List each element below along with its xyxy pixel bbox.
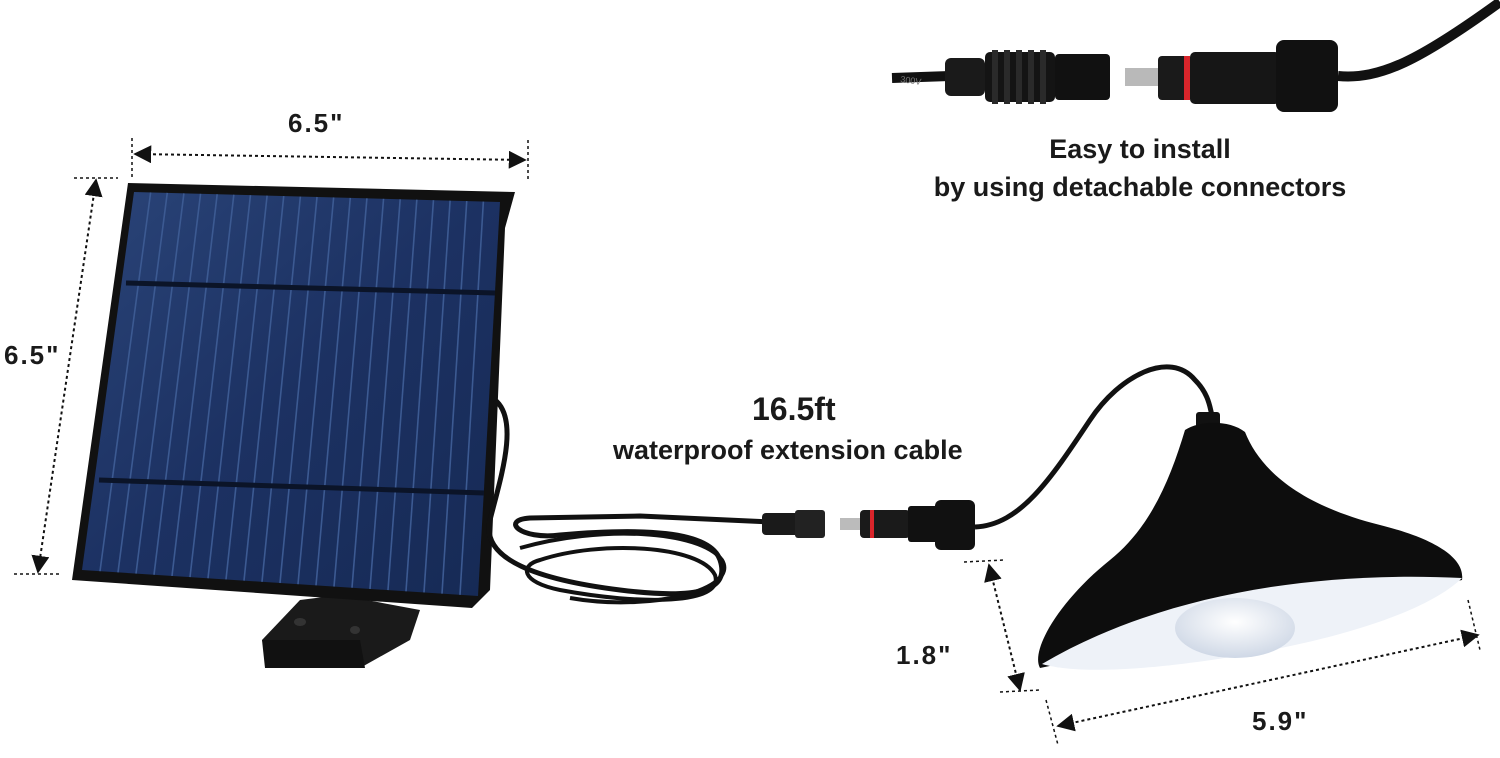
panel-cell-line (261, 196, 302, 582)
shade-height-dimension (963, 559, 1041, 693)
connector-ridge (992, 50, 998, 104)
pendant-lamp (974, 364, 1463, 670)
closeup-red-ring (1184, 56, 1190, 100)
install-caption-line1: Easy to install (1049, 134, 1231, 164)
connector-male (860, 510, 910, 538)
lamp-cable (974, 364, 1215, 530)
panel-cell-line (351, 198, 385, 588)
lamp-shade (1038, 422, 1463, 668)
cable-description-label: waterproof extension cable (613, 435, 963, 465)
panel-cell-line (207, 195, 252, 579)
connector-nut (908, 506, 938, 542)
panel-cable-coil (519, 531, 727, 605)
connector-ridge (1016, 50, 1022, 104)
panel-width-dimension (131, 138, 529, 180)
panel-cell-line (117, 192, 169, 573)
shade-height-label: 1.8" (896, 640, 953, 670)
shade-width-label: 5.9" (1252, 706, 1309, 736)
panel-width-label: 6.5" (288, 108, 345, 138)
lamp-bulb (1175, 598, 1295, 658)
panel-cell-line (99, 192, 152, 572)
cable-connector-pair (762, 500, 975, 550)
panel-cell-line (153, 193, 202, 575)
panel-mount-base (262, 640, 365, 668)
detachable-connector-closeup: 300V (891, 0, 1500, 112)
panel-cell-line (243, 196, 285, 581)
panel-height-dimension (14, 177, 118, 575)
panel-cell-line (387, 199, 418, 591)
panel-cell-line (279, 196, 318, 584)
panel-cell-line (459, 201, 485, 595)
panel-busbar (98, 477, 485, 496)
solar-panel (72, 183, 771, 668)
mount-screw-hole (350, 626, 360, 634)
closeup-cable-right (1337, 0, 1500, 82)
panel-cell-line (405, 200, 435, 592)
connector-red-ring (870, 510, 874, 538)
panel-busbar (125, 280, 496, 296)
panel-cell-line (423, 200, 451, 593)
closeup-cable-left (891, 71, 951, 83)
connector-pin (840, 518, 860, 530)
panel-cell-line (333, 198, 368, 587)
connector-voltage-print: 300V (900, 74, 922, 87)
panel-cell-line (225, 195, 268, 580)
connector-ridge (1004, 50, 1010, 104)
closeup-connector-pin (1125, 68, 1160, 86)
install-caption-line2: by using detachable connectors (933, 172, 1347, 202)
panel-cable-coil (524, 546, 718, 602)
panel-cell-line (189, 194, 235, 578)
connector-ridge (1040, 50, 1046, 104)
install-caption: Easy to install by using detachable conn… (905, 130, 1375, 206)
mount-screw-hole (294, 618, 306, 626)
shade-width-dimension (1045, 599, 1481, 746)
connector-ridge (1028, 50, 1034, 104)
panel-cell-line (315, 197, 352, 586)
panel-cell-grid (99, 192, 485, 595)
panel-cell-line (369, 199, 401, 589)
closeup-nut (1276, 40, 1338, 112)
panel-cell-line (135, 193, 185, 574)
panel-cell-line (441, 201, 468, 594)
panel-cell-line (171, 194, 218, 577)
cable-length-label: 16.5ft (752, 391, 836, 427)
panel-height-label: 6.5" (4, 340, 61, 370)
closeup-connector-female (945, 58, 985, 96)
closeup-connector-male (1158, 56, 1188, 100)
panel-cell-line (297, 197, 335, 585)
